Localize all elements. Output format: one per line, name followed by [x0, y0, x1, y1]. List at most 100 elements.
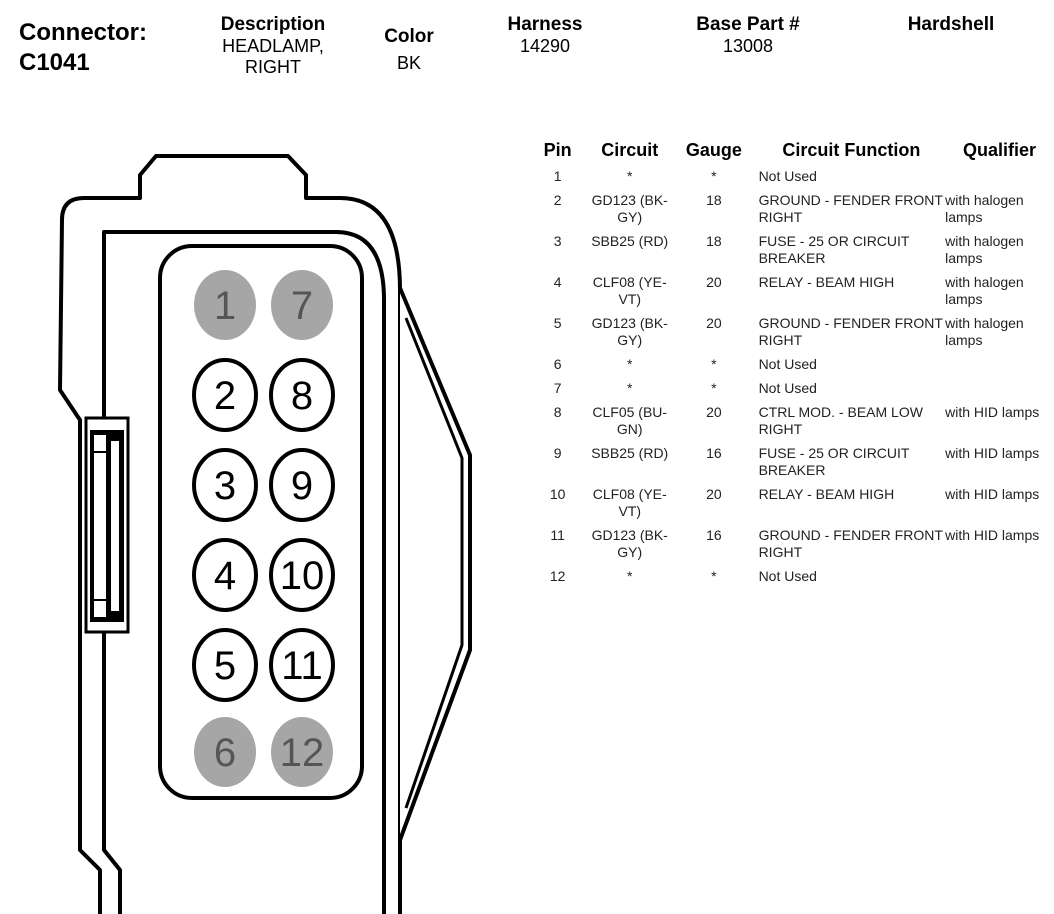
qualifier-cell: with halogen lamps — [945, 315, 1024, 348]
gauge-cell: 16 — [706, 527, 722, 543]
pin-cell: 9 — [553, 445, 562, 461]
gauge-cell: * — [711, 380, 717, 396]
base-part-value: 13008 — [722, 36, 774, 56]
pin-number-label: 5 — [214, 644, 236, 688]
pin-cavity-unused — [194, 270, 256, 340]
pin-cavity — [269, 628, 335, 702]
pin-cavity-unused — [271, 270, 333, 340]
circuit-cell: GD123 (BK-GY) — [591, 192, 668, 225]
pin-cavity-unused — [271, 717, 333, 787]
gauge-cell: * — [711, 168, 717, 184]
harness-block: Harness 14290 — [490, 14, 600, 57]
table-row: 12 * * Not Used — [532, 567, 1054, 591]
pin-number-label: 9 — [291, 464, 313, 508]
pin-cell: 10 — [549, 486, 566, 502]
function-cell: Not Used — [758, 568, 817, 584]
table-row: 7**Not Used — [532, 379, 1054, 403]
pin-3: 3 — [192, 448, 258, 522]
pin-5: 5 — [192, 628, 258, 702]
table-row: 6 * * Not Used — [532, 355, 1054, 379]
circuit-cell: GD123 (BK-GY) — [591, 315, 668, 348]
qualifier-cell — [944, 355, 1054, 379]
function-cell: GROUND - FENDER FRONT RIGHT — [758, 315, 943, 348]
base-part-block: Base Part # 13008 — [680, 14, 816, 57]
qualifier-cell — [944, 567, 1054, 591]
gauge-cell: 18 — [706, 233, 722, 249]
pin-11: 11 — [269, 628, 335, 702]
harness-value: 14290 — [519, 36, 571, 56]
pin-cavity — [192, 538, 258, 612]
pin-1: 1 — [194, 270, 256, 340]
function-cell: FUSE - 25 OR CIRCUIT BREAKER — [758, 233, 910, 266]
latch-wedge-inner — [404, 317, 464, 809]
pin-cell: 5 — [553, 315, 562, 331]
circuit-cell: * — [627, 168, 633, 184]
gauge-cell: * — [711, 356, 717, 372]
circuit-cell: SBB25 (RD) — [591, 445, 669, 461]
circuit-cell: SBB25 (RD) — [591, 233, 669, 249]
gauge-cell: 20 — [706, 486, 722, 502]
function-cell: Not Used — [758, 356, 817, 372]
pin-number-label: 6 — [214, 731, 236, 775]
pin-cell: 7 — [553, 380, 562, 396]
pin-table-header-row: Pin Circuit Gauge Circuit Function Quali… — [532, 138, 1054, 167]
connector-title: Connector: C1041 — [19, 18, 147, 78]
connector-id: C1041 — [19, 49, 90, 76]
column-header-function: Circuit Function — [782, 140, 921, 160]
circuit-cell: CLF08 (YE-VT) — [592, 274, 667, 307]
function-cell: RELAY - BEAM HIGH — [758, 486, 895, 502]
function-cell: GROUND - FENDER FRONT RIGHT — [758, 527, 943, 560]
pin-table: Pin Circuit Gauge Circuit Function Quali… — [532, 138, 1054, 591]
circuit-cell: * — [627, 380, 633, 396]
pin-cavity — [269, 358, 335, 432]
function-cell: GROUND - FENDER FRONT RIGHT — [758, 192, 943, 225]
description-block: Description HEADLAMP, RIGHT — [205, 14, 341, 78]
pin-cavity-frame — [158, 244, 364, 800]
pin-2: 2 — [192, 358, 258, 432]
pin-number-label: 3 — [214, 464, 236, 508]
qualifier-cell — [944, 167, 1054, 191]
pin-cavity — [192, 448, 258, 522]
circuit-cell: * — [627, 356, 633, 372]
pin-number-label: 11 — [281, 644, 323, 688]
pin-cell: 1 — [553, 168, 562, 184]
circuit-cell: GD123 (BK-GY) — [591, 527, 668, 560]
pin-cell: 6 — [553, 356, 562, 372]
pin-number-label: 4 — [214, 554, 236, 598]
lock-tab — [84, 416, 130, 634]
description-value-line1: HEADLAMP, — [222, 36, 324, 56]
gauge-cell: * — [711, 568, 717, 584]
harness-label: Harness — [507, 14, 583, 35]
pin-12: 12 — [271, 717, 333, 787]
pin-4: 4 — [192, 538, 258, 612]
qualifier-cell: with HID lamps — [945, 445, 1040, 461]
circuit-cell: CLF08 (YE-VT) — [592, 486, 667, 519]
hardshell-block: Hardshell — [892, 14, 1010, 35]
pin-number-label: 12 — [280, 731, 325, 775]
pin-cell: 12 — [549, 568, 566, 584]
pin-9: 9 — [269, 448, 335, 522]
pin-cell: 4 — [553, 274, 562, 290]
pin-6: 6 — [194, 717, 256, 787]
pin-10: 10 — [269, 538, 335, 612]
function-cell: FUSE - 25 OR CIRCUIT BREAKER — [758, 445, 910, 478]
pin-cell: 8 — [553, 404, 562, 420]
hardshell-label: Hardshell — [907, 14, 995, 35]
table-row: 1**Not Used — [532, 167, 1054, 191]
description-value-line2: RIGHT — [245, 57, 301, 77]
pin-7: 7 — [271, 270, 333, 340]
column-header-pin: Pin — [543, 140, 572, 160]
function-cell: RELAY - BEAM HIGH — [758, 274, 895, 290]
column-header-circuit: Circuit — [601, 140, 659, 160]
pin-8: 8 — [269, 358, 335, 432]
qualifier-cell: with HID lamps — [945, 404, 1040, 420]
circuit-cell: * — [627, 568, 633, 584]
color-block: Color BK — [370, 26, 448, 74]
pin-cavity — [269, 448, 335, 522]
pin-cavity — [269, 538, 335, 612]
